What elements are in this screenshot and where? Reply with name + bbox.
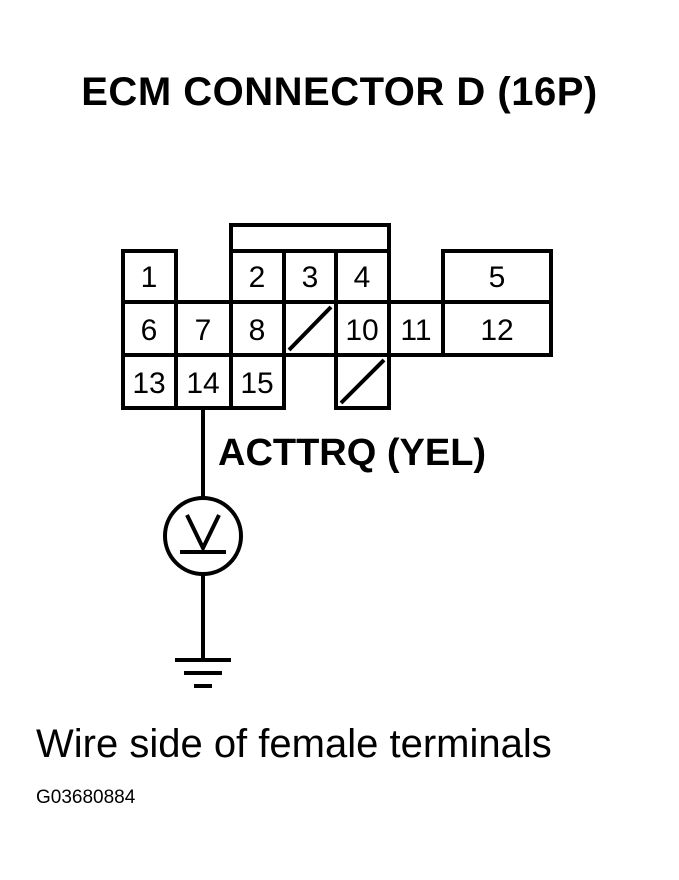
- pin-number-15: 15: [240, 367, 273, 400]
- pin-number-10: 10: [345, 314, 378, 347]
- voltmeter-icon: [163, 496, 243, 576]
- pin-number-5: 5: [489, 261, 506, 294]
- blank-pin-slash: [287, 305, 333, 352]
- pin-number-14: 14: [186, 367, 219, 400]
- connector-lock-tab: [229, 223, 391, 251]
- pin-number-6: 6: [141, 314, 158, 347]
- pin-number-1: 1: [141, 261, 158, 294]
- pin-number-13: 13: [132, 367, 165, 400]
- pin-number-7: 7: [195, 314, 212, 347]
- blank-pin-slash: [339, 358, 386, 405]
- pin-number-3: 3: [302, 261, 319, 294]
- pin-number-4: 4: [354, 261, 371, 294]
- pin-cell-16-blank: [334, 353, 391, 410]
- pin-number-8: 8: [249, 314, 266, 347]
- wire-label: ACTTRQ (YEL): [218, 432, 487, 474]
- pin-cell-12: [441, 300, 553, 357]
- voltmeter-symbol: [185, 514, 221, 553]
- connector-title: ECM CONNECTOR D (16P): [81, 70, 598, 114]
- view-caption: Wire side of female terminals: [36, 722, 552, 766]
- pin-number-12: 12: [480, 314, 513, 347]
- pin-cell-15: [229, 353, 286, 410]
- pin-number-2: 2: [249, 261, 266, 294]
- figure-id: G03680884: [36, 787, 136, 808]
- pin-number-11: 11: [400, 314, 431, 347]
- ground-icon: [175, 658, 231, 688]
